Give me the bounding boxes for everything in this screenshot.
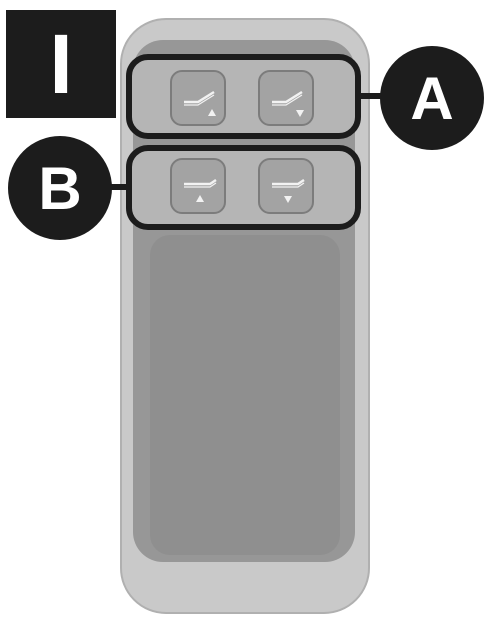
- legrest-down-button[interactable]: [258, 158, 314, 214]
- legrest-up-button[interactable]: [170, 158, 226, 214]
- panel-label: I: [6, 10, 116, 118]
- remote-blank-panel: [150, 235, 340, 555]
- legrest-down-icon: [260, 160, 316, 216]
- callout-b: B: [8, 136, 112, 240]
- backrest-down-button[interactable]: [258, 70, 314, 126]
- callout-a: A: [380, 46, 484, 150]
- button-group-b-frame: [126, 145, 361, 230]
- backrest-up-button[interactable]: [170, 70, 226, 126]
- backrest-down-icon: [260, 72, 316, 128]
- legrest-up-icon: [172, 160, 228, 216]
- backrest-up-icon: [172, 72, 228, 128]
- button-group-a-frame: [126, 54, 361, 139]
